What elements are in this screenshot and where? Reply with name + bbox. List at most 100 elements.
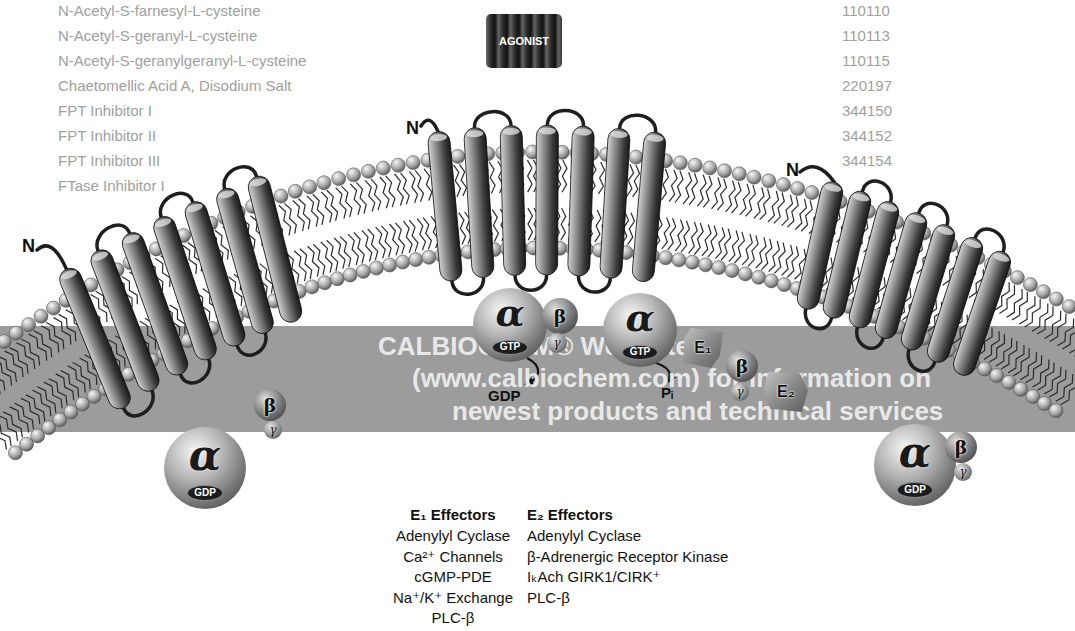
subunit-letter: γ [736, 386, 743, 398]
nucleotide-text: GTP [500, 342, 521, 352]
helix-cap [908, 213, 926, 224]
helix-body [950, 248, 1013, 378]
lipid-head [406, 156, 420, 170]
helix [427, 131, 463, 282]
helix-cap [646, 134, 664, 142]
lipid-head [777, 278, 791, 292]
helix-cap [503, 128, 520, 135]
lipid-head [9, 326, 23, 340]
g-beta-subunit: β [945, 431, 977, 463]
effector-item: Adenylyl Cyclase [527, 527, 641, 544]
catalog-text: FTase Inhibitor I [58, 177, 165, 194]
helix-cap [610, 130, 627, 138]
helix-cap [852, 192, 870, 203]
nucleotide-badge: GTP [622, 345, 658, 360]
lipid-head [762, 174, 776, 188]
helix [599, 128, 630, 279]
catalog-text: 344154 [842, 152, 892, 169]
g-alpha-subunit: αGDP [874, 424, 956, 506]
ligand-text: AGONIST [499, 36, 549, 47]
helix-body [599, 128, 630, 279]
lipid-head [343, 268, 357, 282]
helix-cap [824, 183, 842, 194]
lipid-head [409, 253, 423, 267]
g-beta-subunit: β [726, 350, 758, 382]
helix-cap [539, 127, 556, 134]
watermark-text: (www.calbiochem.com) for information on [412, 364, 931, 394]
helix [536, 125, 559, 275]
helix [464, 127, 495, 278]
lipid-head [274, 189, 288, 203]
subunit-letter: β [736, 357, 749, 376]
catalog-text: N-Acetyl-S-farnesyl-L-cysteine [58, 2, 261, 19]
catalog-text: 110113 [842, 27, 890, 44]
helix-cap [880, 202, 898, 213]
lipid-head [330, 272, 344, 286]
nucleotide-badge: GDP [187, 485, 223, 501]
lipid-head [1010, 271, 1024, 285]
subunit-letter: E₁ [694, 340, 711, 356]
nucleotide-text: GDP [194, 488, 216, 498]
helix [500, 125, 526, 276]
helix-cap [249, 177, 267, 188]
lipid-head [1014, 382, 1028, 396]
lipid-head [332, 172, 346, 186]
lipid-head [805, 186, 819, 200]
lipid-head [317, 176, 331, 190]
subunit-letter: α [473, 294, 547, 332]
agonist-ligand: AGONIST [486, 14, 562, 68]
g-gamma-subunit: γ [547, 333, 567, 353]
effector-item: cGMP-PDE [388, 568, 518, 585]
helix-body [631, 131, 666, 282]
effector-item: Ca²⁺ Channels [388, 548, 518, 565]
catalog-text: FPT Inhibitor II [58, 127, 156, 144]
lipid-head [725, 264, 739, 278]
effector-item: PLC-β [388, 609, 518, 626]
lipid-head [659, 251, 673, 265]
lipid-head [990, 369, 1004, 383]
g-gamma-subunit: γ [264, 421, 282, 439]
catalog-text: 220197 [842, 77, 892, 94]
lipid-head [629, 150, 643, 164]
lipid-head [672, 253, 686, 267]
lipid-head [361, 164, 375, 178]
receptor-loops [421, 110, 656, 294]
lipid-head [383, 258, 397, 272]
lipid-head [305, 280, 319, 294]
lipid-head [738, 267, 752, 281]
helix-cap [466, 130, 483, 138]
lipid-head [303, 180, 317, 194]
lipid-head [396, 255, 410, 269]
helix-body [427, 131, 463, 282]
helix [568, 126, 595, 277]
helix-body [246, 174, 304, 325]
catalog-text: 110115 [842, 52, 890, 69]
effector-item: β-Adrenergic Receptor Kinase [527, 548, 728, 565]
lipid-head [1062, 300, 1075, 314]
subunit-letter: β [955, 438, 968, 457]
lipid-head [422, 250, 436, 264]
lipid-head [718, 164, 732, 178]
nucleotide-badge: GDP [897, 482, 933, 498]
helix-cap [186, 202, 204, 214]
terminus-label: N [22, 236, 35, 257]
lipid-head [688, 158, 702, 172]
lipid-head [699, 258, 713, 272]
lipid-head [356, 264, 370, 278]
g-alpha-subunit: αGTP [473, 288, 547, 362]
catalog-text: Chaetomellic Acid A, Disodium Salt [58, 77, 291, 94]
lipid-head [747, 170, 761, 184]
lipid-head [22, 318, 36, 332]
effector-item: Na⁺/K⁺ Exchange [388, 589, 518, 606]
receptors [37, 110, 1014, 415]
g-beta-subunit: β [542, 298, 578, 334]
helix-cap [60, 268, 78, 281]
subunit-letter: γ [959, 466, 966, 478]
lipid-head [391, 158, 405, 172]
helix-body [464, 127, 495, 278]
terminus-label: N [406, 118, 419, 139]
helix-body [568, 126, 595, 277]
catalog-text: 344150 [842, 102, 892, 119]
lipid-head [752, 270, 766, 284]
